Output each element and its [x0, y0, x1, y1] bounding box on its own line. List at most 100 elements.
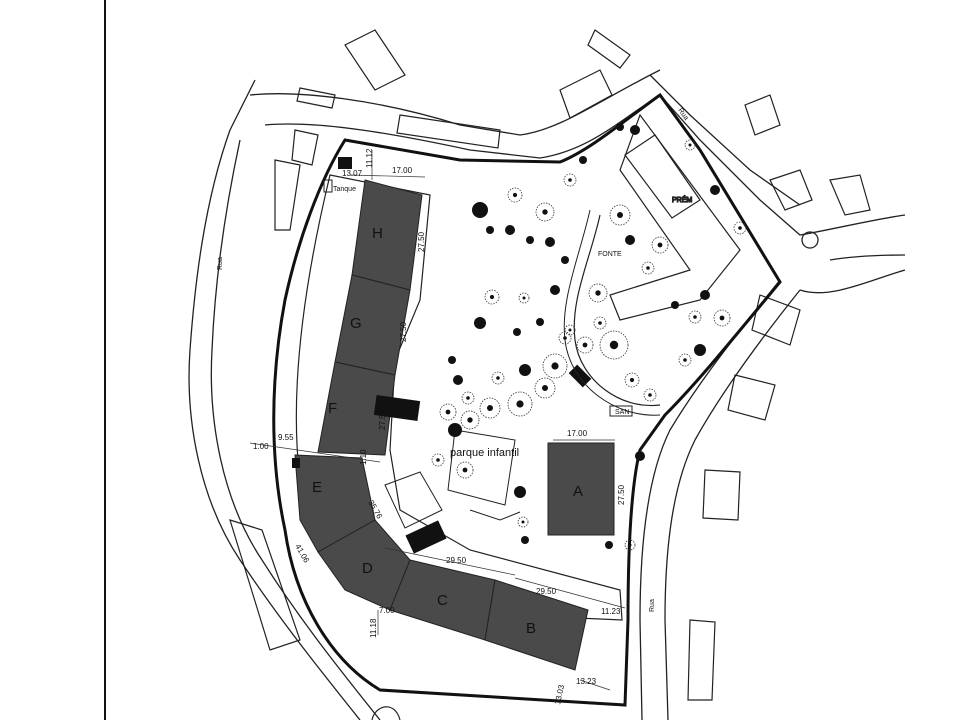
tree-symbol: [542, 353, 568, 379]
dim-label: 7.00: [379, 606, 395, 615]
tree-symbol: [431, 453, 445, 467]
tree-symbol: [484, 289, 500, 305]
tree-symbol: [491, 371, 505, 385]
dim-label: 17.00: [392, 166, 413, 175]
tree-symbol: [534, 377, 556, 399]
dim-label: 13.07: [342, 169, 363, 178]
block-letter-d: D: [362, 560, 373, 577]
tree-trunk: [522, 296, 526, 300]
tree-symbol: [671, 301, 679, 309]
tree-symbol: [625, 235, 635, 245]
tree-symbol: [545, 237, 555, 247]
context-buildings: [229, 29, 871, 701]
dim-label: 27.50: [378, 409, 387, 430]
building-blocks: [294, 179, 615, 671]
tree-symbol: [461, 391, 475, 405]
tree-trunk: [521, 520, 525, 524]
tree-trunk: [467, 417, 473, 423]
dim-label: 13.23: [576, 677, 597, 686]
tree-symbol: [605, 541, 613, 549]
park-path-inner: [563, 209, 661, 416]
tree-trunk: [489, 294, 495, 300]
tree-symbol: [635, 451, 645, 461]
tree-symbol: [519, 364, 531, 376]
tree-symbol: [561, 256, 569, 264]
dim-label: 9.55: [278, 433, 294, 442]
block-letter-g: G: [350, 315, 362, 332]
tree-symbol: [513, 328, 521, 336]
dim-label: 27.50: [399, 321, 408, 342]
dim-label: 17.00: [567, 429, 588, 438]
street-network: [188, 69, 906, 720]
block-f: [317, 361, 396, 456]
tree-trunk: [542, 209, 548, 215]
dim-label: 1.10: [359, 449, 368, 465]
tree-trunk: [512, 192, 518, 198]
tree-symbol: [453, 375, 463, 385]
tree-trunk: [436, 458, 440, 462]
tree-trunk: [542, 385, 548, 391]
tree-symbol: [474, 317, 486, 329]
bottom-arc: [371, 706, 401, 720]
block-letter-e: E: [312, 479, 322, 496]
tree-symbol: [460, 410, 480, 430]
tree-trunk: [738, 226, 742, 230]
tree-symbol: [479, 397, 501, 419]
tree-symbol: [558, 331, 572, 345]
tree-trunk: [582, 342, 588, 348]
dimension-lines: [249, 150, 626, 691]
tree-symbol: [563, 173, 577, 187]
tree-symbol: [536, 318, 544, 326]
small-structures: [292, 157, 592, 554]
tree-symbol: [678, 353, 692, 367]
tree-symbol: [643, 388, 657, 402]
tree-symbol: [688, 310, 702, 324]
dim-label: 11.12: [365, 148, 374, 168]
street-label-left: Rua: [217, 257, 224, 270]
tree-symbol: [684, 139, 696, 151]
tree-symbol: [564, 324, 576, 336]
tree-trunk: [598, 321, 602, 325]
tree-trunk: [466, 396, 470, 400]
block-letter-a: A: [573, 483, 583, 500]
tree-trunk: [516, 400, 524, 408]
park-path: [573, 214, 661, 407]
tree-symbol: [588, 283, 608, 303]
playground: [384, 429, 521, 529]
tree-trunk: [462, 467, 468, 473]
tree-trunk: [568, 328, 572, 332]
tree-trunk: [445, 409, 451, 415]
site-boundary: [272, 92, 782, 707]
fountain-label: FONTE: [598, 251, 622, 258]
tree-symbol: [616, 123, 624, 131]
tree-symbol: [733, 221, 747, 235]
tree-symbol: [517, 516, 529, 528]
tree-symbol: [713, 309, 731, 327]
block-h: [351, 179, 423, 291]
tree-symbol: [472, 202, 488, 218]
tree-trunk: [683, 358, 687, 362]
block-letter-b: B: [526, 620, 536, 637]
tank-label: Tanque: [333, 186, 356, 193]
tree-symbol: [456, 461, 474, 479]
tree-trunk: [617, 212, 623, 218]
dim-label: 11.23: [601, 607, 621, 616]
large-building: PRÉM: [609, 113, 741, 321]
tree-symbol: [579, 156, 587, 164]
block-b: [484, 579, 589, 671]
block-a: [547, 442, 615, 536]
dim-label: 29.50: [446, 556, 467, 565]
tree-trunk: [551, 362, 559, 370]
tree-trunk: [629, 377, 635, 383]
tree-symbol: [710, 185, 720, 195]
dim-label: 13.03: [553, 683, 566, 705]
tree-trunk: [648, 393, 652, 397]
tree-symbol: [507, 391, 533, 417]
tree-trunk: [646, 266, 650, 270]
tree-symbol: [593, 316, 607, 330]
tree-symbol: [630, 125, 640, 135]
tree-trunk: [568, 178, 572, 182]
tree-symbol: [651, 236, 669, 254]
tree-symbol: [514, 486, 526, 498]
